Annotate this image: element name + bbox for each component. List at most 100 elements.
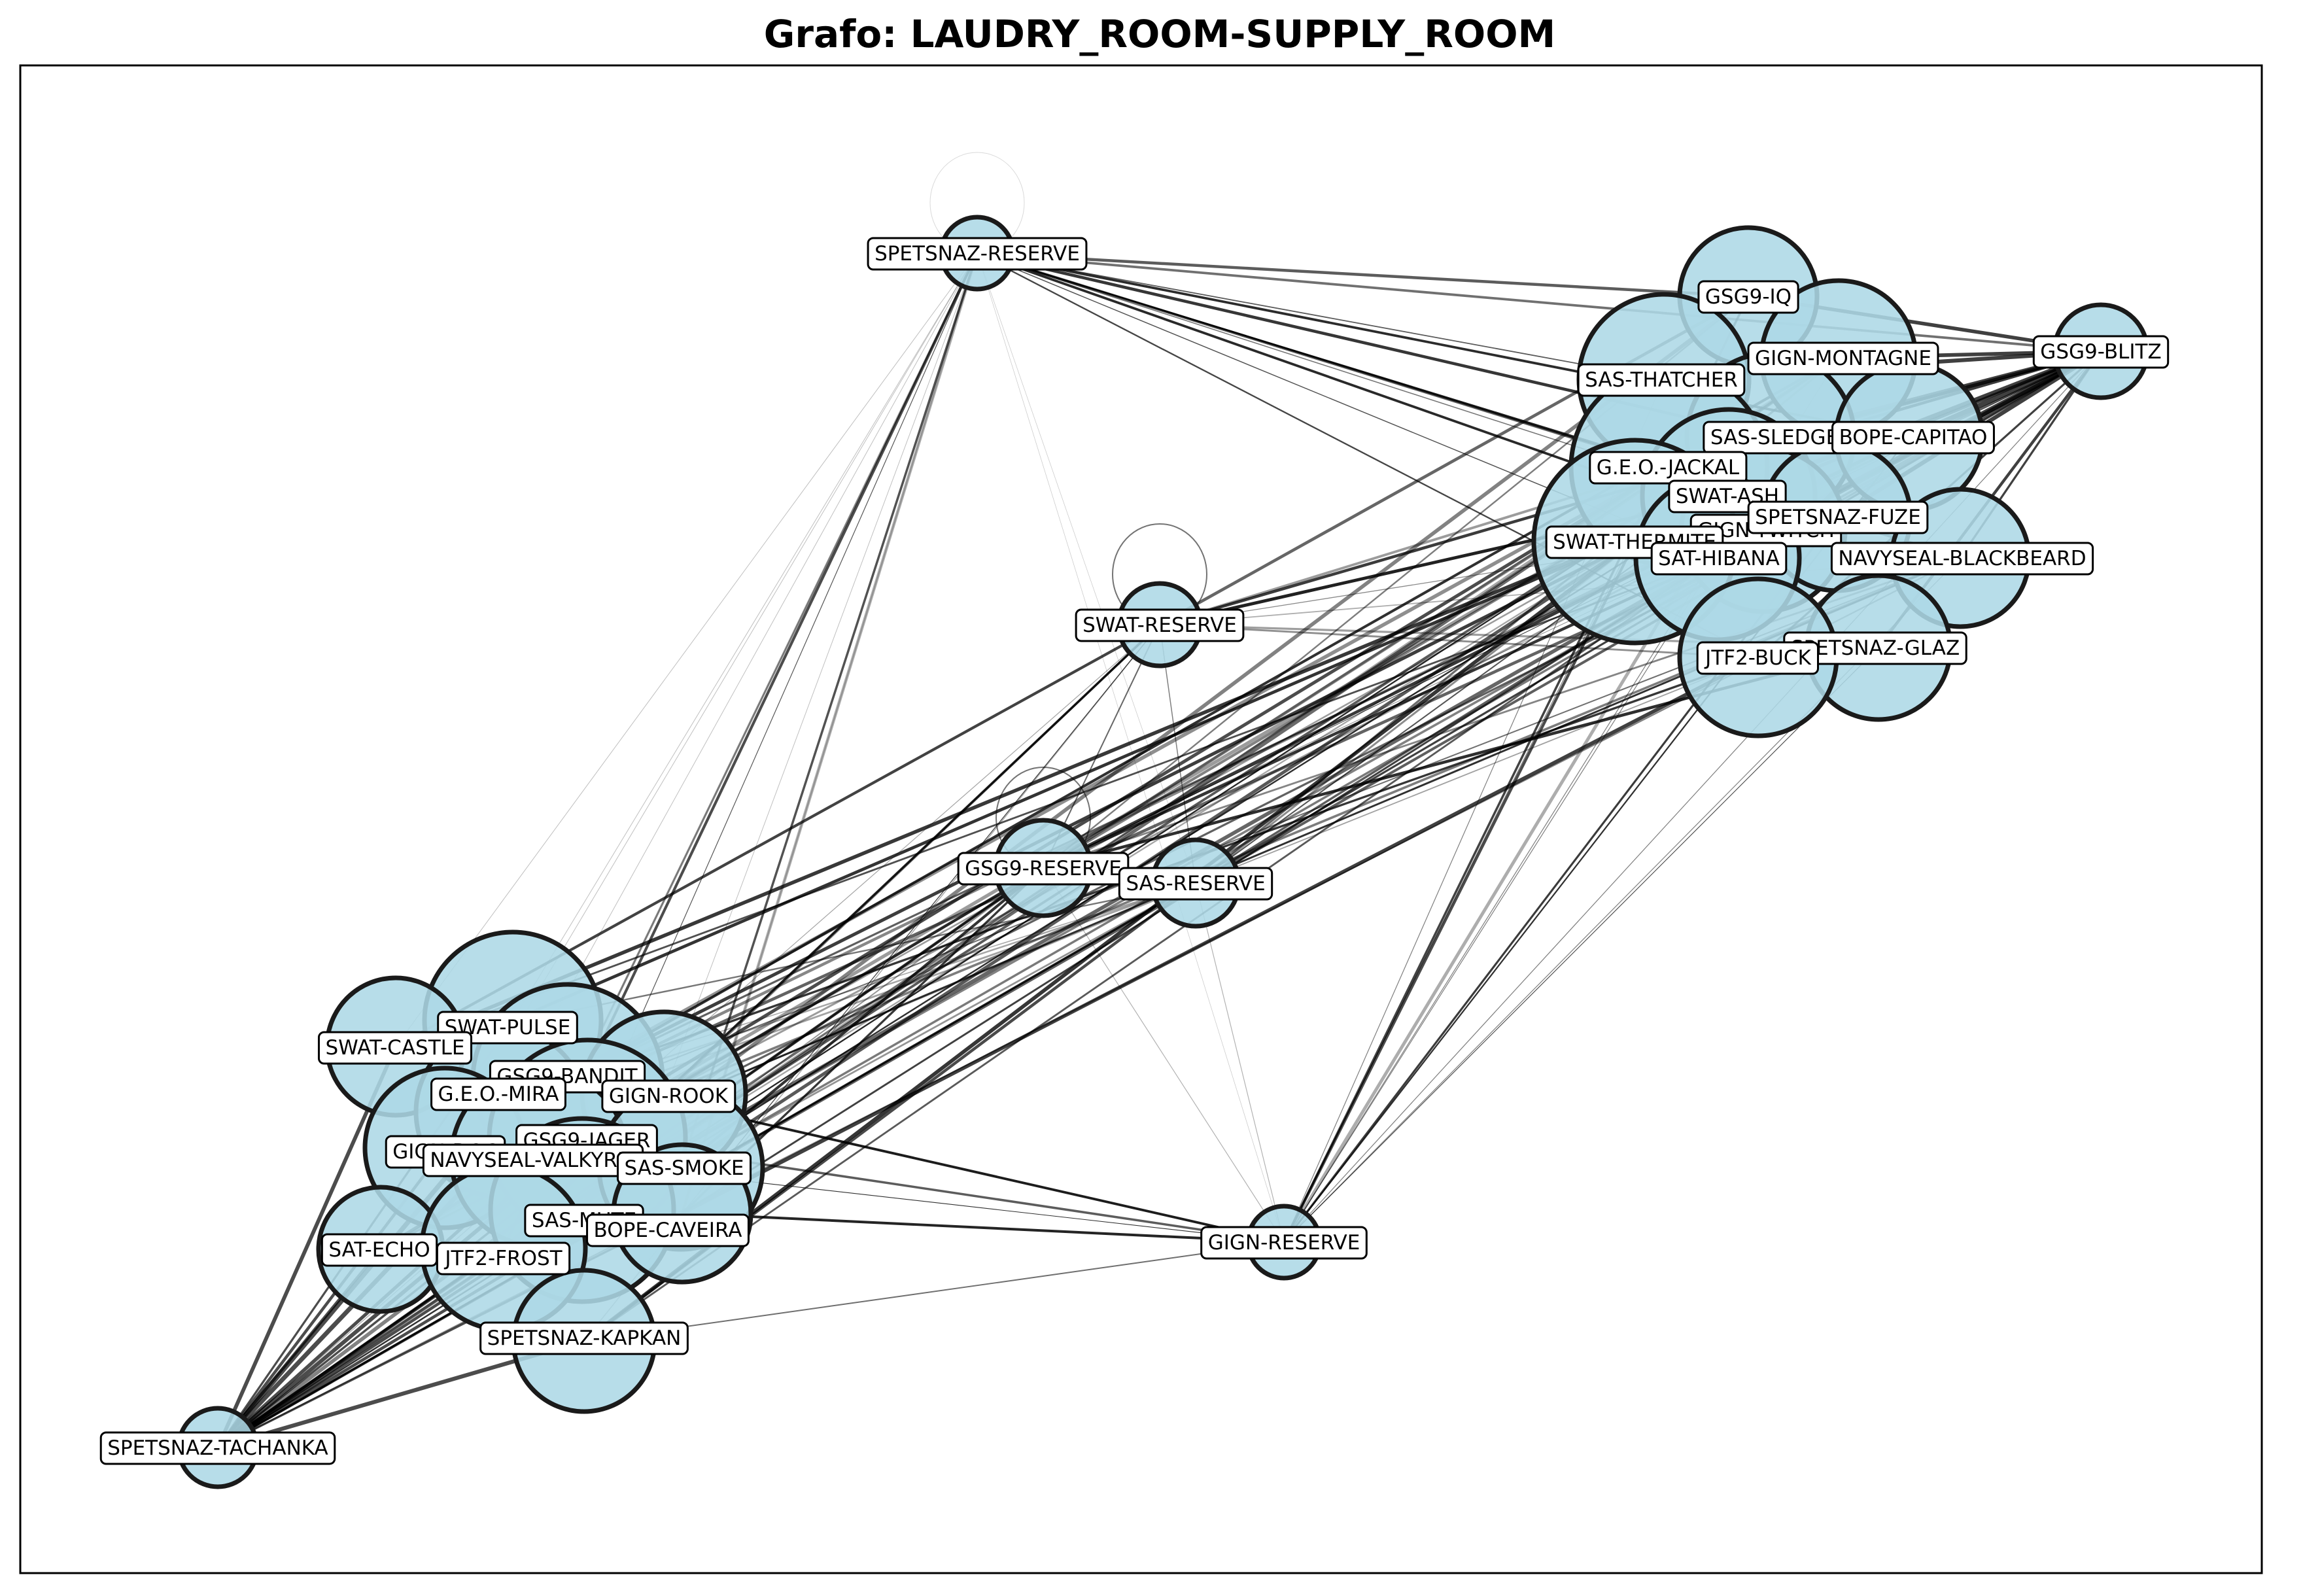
node-label: SPETSNAZ-RESERVE: [867, 237, 1088, 271]
graph-edge: [1283, 557, 1718, 1243]
graph-edge: [1282, 540, 1637, 1244]
graph-edge: [1043, 867, 1285, 1243]
node-label-box: [616, 1151, 752, 1185]
node-label: SWAT-PULSE: [437, 1011, 578, 1045]
node-label-box: [586, 1213, 750, 1247]
graph-edge: [977, 252, 1196, 884]
node-label-text: GIGN-MONTAGNE: [1755, 347, 1931, 370]
node-label-text: SWAT-CASTLE: [325, 1036, 464, 1060]
node-label: SPETSNAZ-FUZE: [1747, 500, 1929, 534]
node-label-box: [1747, 341, 1939, 375]
node-label-text: NAVYSEAL-BLACKBEARD: [1838, 547, 2086, 570]
node-label-text: SAS-SMOKE: [624, 1156, 744, 1180]
node-label: GSG9-BLITZ: [2032, 335, 2170, 369]
graph-title: Grafo: LAUDRY_ROOM-SUPPLY_ROOM: [764, 12, 1555, 56]
graph-edge: [395, 252, 978, 1047]
node-label: SWAT-CASTLE: [317, 1031, 473, 1065]
node-label-text: NAVYSEAL-VALKYRIE: [430, 1149, 636, 1172]
node-label-text: SPETSNAZ-RESERVE: [874, 242, 1080, 266]
node-label-text: SAT-ECHO: [328, 1238, 430, 1262]
node-label-text: GIGN-RESERVE: [1208, 1231, 1360, 1255]
node-label-text: SPETSNAZ-TACHANKA: [107, 1436, 328, 1460]
node-label-box: [1696, 641, 1819, 675]
plot-frame: [19, 64, 2263, 1574]
node-label-box: [867, 237, 1088, 271]
node-label: SAS-SMOKE: [616, 1151, 752, 1185]
node-label-text: JTF2-BUCK: [1704, 646, 1811, 670]
node-label: SWAT-RESERVE: [1075, 608, 1245, 642]
node-label-text: G.E.O.-MIRA: [438, 1083, 559, 1106]
node-label: SAS-SLEDGE: [1703, 421, 1846, 455]
node-label: SAS-RESERVE: [1118, 867, 1273, 901]
node-label-text: G.E.O.-JACKAL: [1597, 456, 1740, 479]
node-label: GSG9-IQ: [1697, 280, 1799, 314]
node-label: GIGN-ROOK: [601, 1079, 736, 1113]
node-label-box: [99, 1431, 336, 1465]
graph-edge: [1195, 657, 1759, 884]
node-label-text: SWAT-RESERVE: [1082, 614, 1237, 637]
node-label-text: GIGN-ROOK: [609, 1084, 729, 1108]
graph-edge: [663, 252, 978, 1094]
node-label: GIGN-RESERVE: [1200, 1226, 1368, 1260]
graph-edge: [511, 494, 1731, 1022]
node-label-box: [1831, 421, 1995, 455]
node-label: GSG9-RESERVE: [957, 852, 1130, 886]
node-label-text: SPETSNAZ-KAPKAN: [487, 1327, 682, 1350]
node-label: SPETSNAZ-KAPKAN: [479, 1321, 689, 1355]
node-label: SPETSNAZ-TACHANKA: [99, 1431, 336, 1465]
graph-edge: [1195, 882, 1285, 1243]
node-label-box: [437, 1011, 578, 1045]
node-label-text: GSG9-BLITZ: [2040, 340, 2161, 364]
node-label: JTF2-BUCK: [1696, 641, 1819, 675]
graph-edge: [499, 465, 1671, 1114]
node-label-text: SAT-HIBANA: [1658, 547, 1780, 570]
node-label-box: [1075, 608, 1245, 642]
node-label-box: [1118, 867, 1273, 901]
node-label: SAS-THATCHER: [1577, 363, 1746, 397]
node-label: SAT-ECHO: [320, 1233, 438, 1267]
node-label: GIGN-MONTAGNE: [1747, 341, 1939, 375]
node-label-box: [317, 1031, 473, 1065]
graph-edge: [512, 252, 978, 1021]
graph-edge: [681, 1212, 1285, 1243]
node-label-text: SAS-RESERVE: [1126, 872, 1265, 895]
graph-edge: [394, 557, 1719, 1048]
graph-edge: [977, 252, 1665, 380]
node-label-box: [436, 1241, 571, 1275]
graph-edge: [977, 252, 1285, 1243]
label-layer: SPETSNAZ-RESERVE SWAT-RESERVE GSG9-RESERVE…: [99, 237, 2170, 1465]
graph-edge: [216, 1045, 398, 1449]
node-label-box: [1830, 542, 2094, 576]
node-label-text: SAS-SLEDGE: [1710, 426, 1839, 449]
node-label-text: SPETSNAZ-FUZE: [1755, 506, 1921, 529]
node-label: BOPE-CAPITAO: [1831, 421, 1995, 455]
node-label-box: [1200, 1226, 1368, 1260]
graph-edge: [1283, 647, 1879, 1243]
node-label-box: [1697, 280, 1799, 314]
node-label-box: [2032, 335, 2170, 369]
graph-edge: [680, 252, 978, 1169]
node-label-text: BOPE-CAPITAO: [1839, 426, 1988, 449]
graph-edge: [975, 251, 1750, 298]
node-label-text: JTF2-FROST: [443, 1247, 563, 1270]
node-label-text: SAS-THATCHER: [1585, 368, 1738, 392]
graph-edge: [587, 252, 978, 1139]
node-label-box: [601, 1079, 736, 1113]
node-label-text: BOPE-CAVEIRA: [594, 1219, 742, 1242]
node-label-box: [1577, 363, 1746, 397]
node-label-text: GSG9-IQ: [1705, 285, 1792, 309]
node-label: NAVYSEAL-VALKYRIE: [422, 1143, 644, 1177]
node-label-text: GSG9-RESERVE: [965, 857, 1122, 880]
node-label-box: [1747, 500, 1929, 534]
graph-edge: [583, 1241, 1285, 1342]
node-label-box: [479, 1321, 689, 1355]
node-label: NAVYSEAL-BLACKBEARD: [1830, 542, 2094, 576]
node-label-box: [430, 1077, 566, 1111]
node-label: G.E.O.-MIRA: [430, 1077, 566, 1111]
node-label-box: [1650, 542, 1788, 576]
node-label: JTF2-FROST: [436, 1241, 571, 1275]
graph-edge: [680, 882, 1197, 1169]
graph-edge: [682, 624, 1160, 1214]
node-label: BOPE-CAVEIRA: [586, 1213, 750, 1247]
